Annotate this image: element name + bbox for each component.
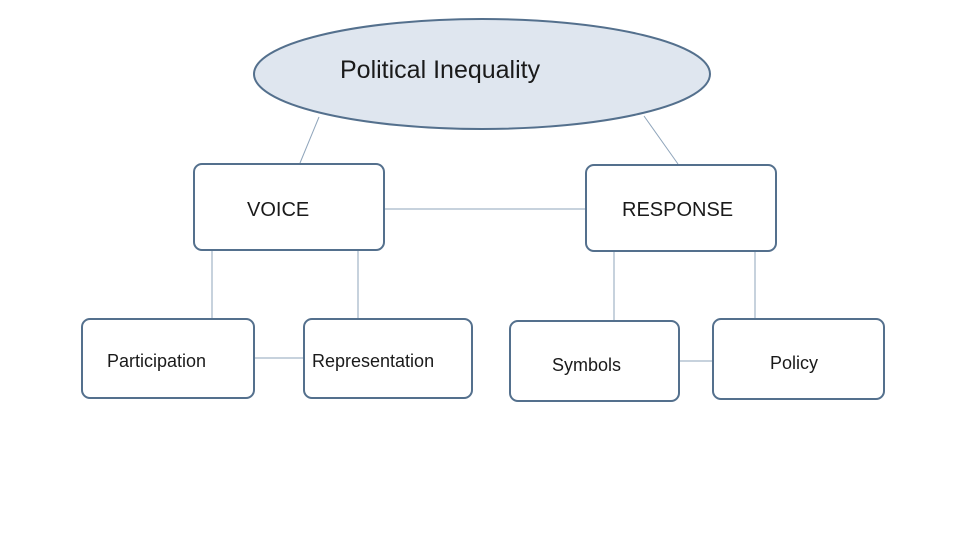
node-policy-label: Policy xyxy=(770,353,819,373)
node-participation-label: Participation xyxy=(107,351,207,371)
node-response-label: RESPONSE xyxy=(622,199,734,221)
root-ellipse xyxy=(253,18,711,130)
node-symbols: Symbols xyxy=(509,320,680,402)
connector-root-voice xyxy=(299,116,320,164)
connector-root-response xyxy=(643,115,679,165)
node-response: RESPONSE xyxy=(585,164,777,252)
node-representation: Representation xyxy=(303,318,473,399)
node-representation-label: Representation xyxy=(312,351,435,371)
node-symbols-label: Symbols xyxy=(552,355,622,375)
root-label: Political Inequality xyxy=(340,56,541,84)
node-participation: Participation xyxy=(81,318,255,399)
node-voice-label: VOICE xyxy=(247,199,310,221)
node-voice: VOICE xyxy=(193,163,385,251)
node-policy: Policy xyxy=(712,318,885,400)
